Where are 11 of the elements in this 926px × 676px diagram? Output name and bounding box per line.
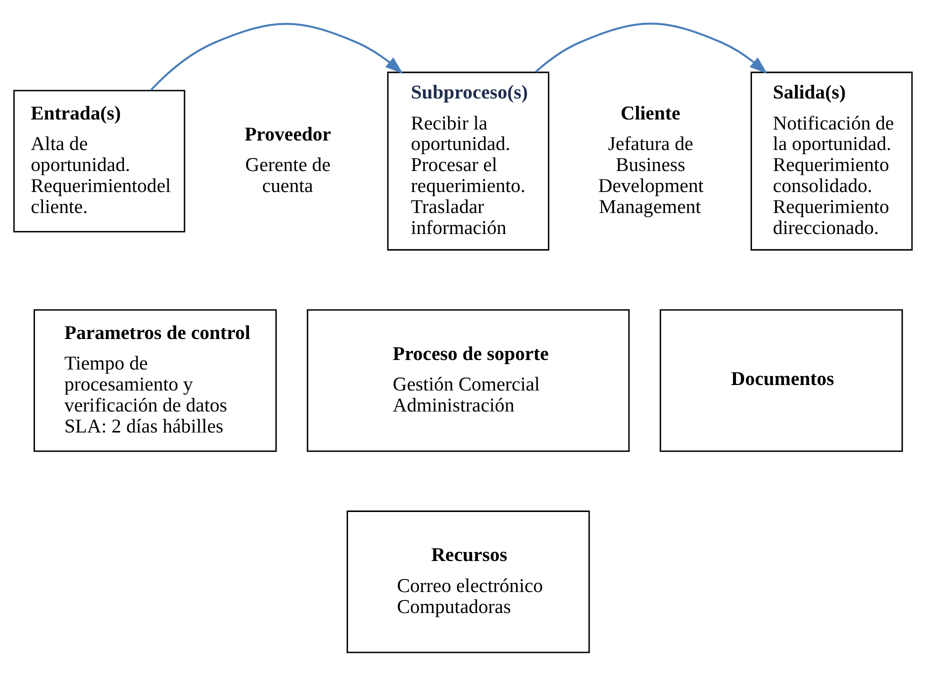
node-box: Salida(s) Notificación de la oportunidad. Requerimiento consolidado. Requerimiento direccionado. bbox=[750, 72, 913, 251]
node-box: Proceso de soporte Gestión Comercial Administración bbox=[306, 309, 630, 452]
node-box: Entrada(s) Alta de oportunidad. Requerimientodel cliente. bbox=[13, 90, 186, 232]
arrow bbox=[535, 22, 768, 74]
node-text: Cliente Jefatura de Business Development Management bbox=[598, 103, 704, 218]
arrow bbox=[150, 22, 403, 91]
node-box: Recursos Correo electrónico Computadoras bbox=[346, 510, 590, 654]
node-box: Parametros de control Tiempo de procesamiento y verificación de datos SLA: 2 días hábilles bbox=[34, 309, 277, 452]
node-box: Documentos bbox=[660, 309, 903, 452]
node-text: Proveedor Gerente de cuenta bbox=[244, 124, 332, 198]
node-box: Subproceso(s) Recibir la oportunidad. Procesar el requerimiento. Trasladar información bbox=[387, 72, 550, 251]
